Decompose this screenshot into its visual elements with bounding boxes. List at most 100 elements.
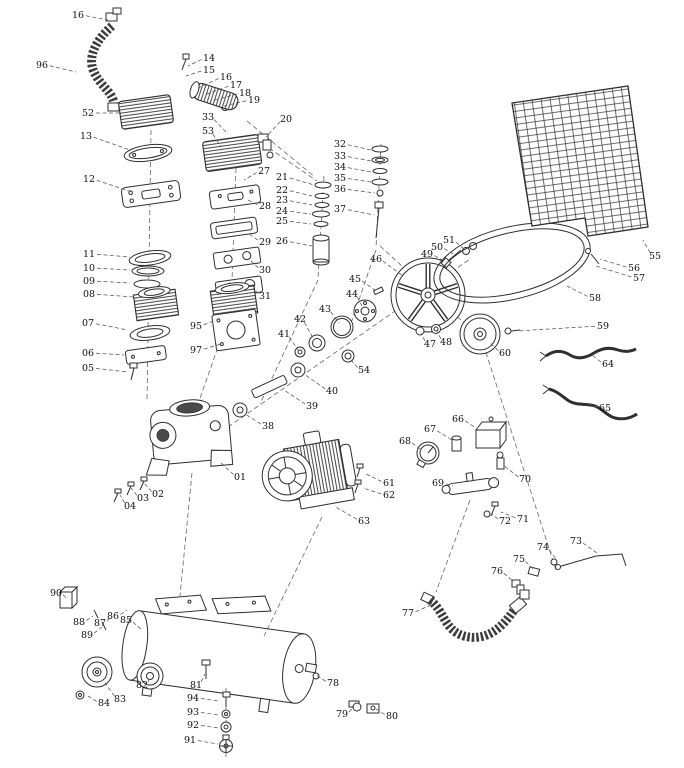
- part-label-38: 38: [262, 421, 274, 432]
- leader-line-05: [95, 368, 129, 373]
- part-label-76: 76: [491, 566, 503, 577]
- leader-line-95: [203, 320, 214, 326]
- part-label-81: 81: [190, 680, 202, 691]
- leader-line-41: [288, 336, 299, 351]
- leader-line-39: [283, 389, 306, 405]
- part-label-63: 63: [358, 516, 370, 527]
- part-label-61: 61: [383, 478, 395, 489]
- part-label-75: 75: [513, 554, 525, 565]
- flywheel: [390, 242, 477, 336]
- part-label-74: 74: [537, 542, 549, 553]
- valve-plate-28: [208, 184, 262, 210]
- leader-line-17: [206, 85, 229, 95]
- part-label-47: 47: [424, 339, 436, 350]
- part-label-07: 07: [82, 318, 94, 329]
- leader-line-73: [582, 542, 598, 554]
- base-plate-95-97: [211, 308, 261, 352]
- part-label-79: 79: [336, 709, 348, 720]
- part-label-13: 13: [80, 131, 92, 142]
- leader-line-79: [348, 706, 355, 713]
- part-label-25: 25: [276, 216, 288, 227]
- part-label-58: 58: [589, 293, 601, 304]
- leader-line-74: [548, 549, 558, 561]
- leader-line-62: [362, 487, 382, 495]
- leader-line-35: [347, 178, 372, 183]
- leader-line-97: [203, 343, 222, 350]
- leader-line-96: [49, 65, 77, 73]
- leader-line-22: [289, 190, 313, 197]
- leader-line-14: [187, 59, 202, 67]
- part-label-16: 16: [220, 72, 232, 83]
- part-label-86: 86: [107, 611, 119, 622]
- part-label-36: 36: [334, 184, 346, 195]
- part-label-09: 09: [83, 276, 95, 287]
- part-label-91: 91: [184, 735, 196, 746]
- leader-line-30: [250, 260, 259, 269]
- part-label-02: 02: [152, 489, 164, 500]
- leader-line-45: [361, 280, 376, 291]
- part-label-92: 92: [187, 720, 199, 731]
- coiled-hose: [87, 7, 122, 112]
- piston-ring-stack: [312, 181, 332, 266]
- leader-line-13: [93, 136, 131, 151]
- leader-line-46: [382, 260, 404, 277]
- leader-line-08: [96, 293, 134, 298]
- leader-line-36: [347, 189, 376, 194]
- part-label-45: 45: [349, 274, 361, 285]
- leader-line-20: [265, 121, 281, 138]
- leader-line-80: [375, 708, 385, 715]
- leader-line-49: [434, 255, 447, 263]
- part-label-31: 31: [259, 291, 271, 302]
- electric-motor: [261, 430, 364, 510]
- part-label-96: 96: [36, 60, 48, 71]
- part-label-37: 37: [334, 204, 346, 215]
- leader-line-25: [289, 221, 312, 225]
- part-label-29: 29: [259, 237, 271, 248]
- part-label-14: 14: [203, 53, 215, 64]
- part-label-35: 35: [334, 173, 346, 184]
- leader-line-87: [106, 615, 113, 622]
- leader-line-01: [220, 462, 234, 475]
- handle-rod: [511, 553, 627, 595]
- leader-line-91: [197, 740, 219, 745]
- part-label-41: 41: [278, 329, 290, 340]
- leader-line-90: [62, 594, 67, 599]
- leader-line-69: [445, 483, 454, 487]
- leader-line-65: [585, 402, 598, 408]
- part-label-85: 85: [120, 615, 132, 626]
- leader-line-70: [502, 464, 519, 478]
- leader-line-64: [591, 354, 602, 363]
- leader-line-33: [347, 156, 372, 162]
- part-label-21: 21: [276, 172, 288, 183]
- part-label-56: 56: [628, 263, 640, 274]
- part-label-70: 70: [519, 474, 531, 485]
- leader-line-76: [503, 572, 515, 583]
- leader-line-23: [289, 200, 313, 206]
- cooling-grid: [511, 85, 649, 265]
- part-labels-layer: 1696521312111009080706051415161718192033…: [36, 10, 661, 746]
- part-label-57: 57: [633, 273, 645, 284]
- leader-line-09: [96, 280, 131, 284]
- leader-line-68: [411, 442, 421, 450]
- leader-line-43: [330, 311, 340, 324]
- part-label-34: 34: [334, 162, 346, 173]
- leader-line-61: [365, 473, 382, 482]
- leader-line-81: [200, 673, 206, 683]
- leader-line-40: [303, 373, 326, 390]
- leader-line-77: [415, 604, 432, 613]
- leader-line-57: [595, 265, 632, 278]
- leader-line-63: [333, 505, 357, 520]
- leader-line-94: [200, 698, 220, 702]
- leader-line-78: [315, 674, 327, 682]
- part-label-17: 17: [230, 80, 242, 91]
- part-label-95: 95: [190, 321, 202, 332]
- drive-belt: [433, 222, 591, 304]
- leader-line-75: [525, 561, 535, 571]
- leader-line-50: [444, 248, 456, 256]
- leader-line-89: [93, 626, 103, 634]
- part-label-08: 08: [83, 289, 95, 300]
- leader-line-85: [132, 621, 143, 631]
- part-label-01: 01: [234, 472, 246, 483]
- part-label-44: 44: [346, 289, 358, 300]
